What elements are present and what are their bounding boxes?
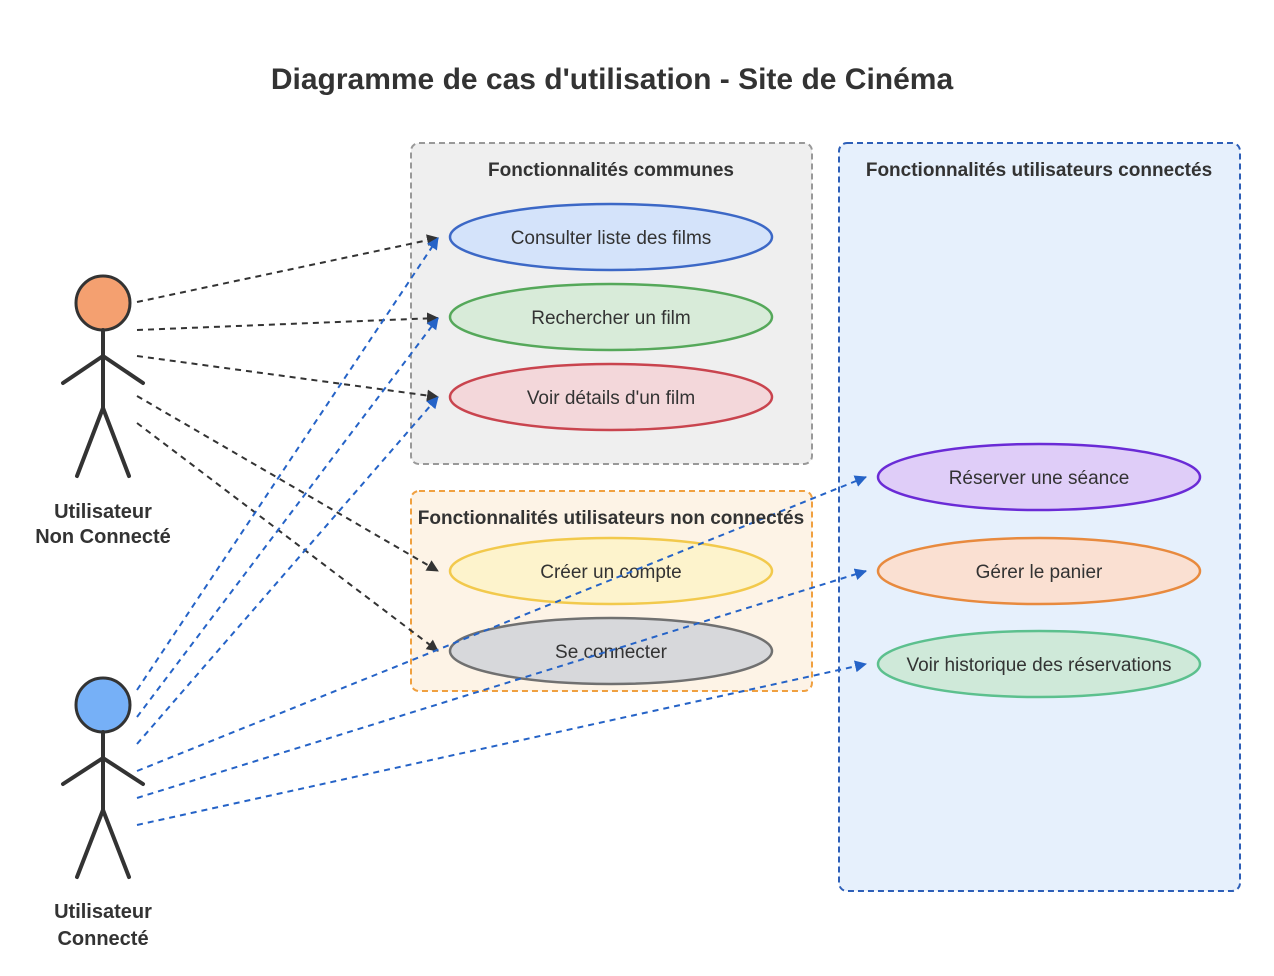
usecase-creer-compte[interactable]	[448, 536, 774, 606]
group-common-title: Fonctionnalités communes	[488, 160, 734, 181]
usecase-consulter-label: Consulter liste des films	[511, 228, 712, 249]
arrow-c-rechercher	[136, 317, 439, 718]
usecase-panier[interactable]	[876, 536, 1202, 606]
usecase-consulter[interactable]	[448, 202, 774, 272]
actor-connecte-head	[74, 676, 132, 734]
actor-connecte-leg-right	[101, 808, 131, 879]
arrow-nc-voir-details	[136, 355, 439, 402]
group-connected-title: Fonctionnalités utilisateurs connectés	[866, 160, 1212, 181]
actor-connecte-leg-left	[75, 808, 105, 879]
actor-connecte-arm-left	[61, 756, 105, 786]
actor-non-connecte[interactable]	[61, 274, 145, 478]
usecase-voir-details[interactable]	[448, 362, 774, 432]
usecase-historique-label: Voir historique des réservations	[906, 655, 1171, 676]
actor-connecte-label-2: Connecté	[57, 928, 148, 950]
usecase-voir-details-label: Voir détails d'un film	[527, 388, 695, 409]
usecase-se-connecter-label: Se connecter	[555, 642, 668, 663]
actor-connecte-label-1: Utilisateur	[54, 901, 152, 923]
usecase-panier-label: Gérer le panier	[976, 562, 1103, 583]
actor-non-connecte-arms	[61, 354, 105, 385]
usecase-historique[interactable]	[876, 629, 1202, 699]
actor-non-connecte-arm-right	[101, 354, 145, 385]
group-not-connected-title: Fonctionnalités utilisateurs non connect…	[418, 508, 804, 529]
actor-connecte[interactable]	[61, 676, 145, 879]
usecase-reserver-label: Réserver une séance	[949, 468, 1130, 489]
usecase-rechercher-label: Rechercher un film	[531, 308, 690, 329]
actor-non-connecte-label-2: Non Connecté	[35, 526, 171, 548]
group-connected	[838, 142, 1241, 892]
arrow-nc-consulter	[136, 234, 439, 303]
arrow-c-historique	[136, 660, 867, 826]
actor-non-connecte-head	[74, 274, 132, 332]
arrow-c-consulter	[136, 237, 439, 691]
usecase-creer-compte-label: Créer un compte	[540, 562, 682, 583]
arrow-nc-creer-compte	[136, 395, 439, 572]
usecase-rechercher[interactable]	[448, 282, 774, 352]
usecase-reserver[interactable]	[876, 442, 1202, 512]
arrow-nc-rechercher	[136, 312, 439, 331]
actor-connecte-arm-right	[101, 756, 145, 786]
actor-non-connecte-leg-left	[75, 406, 105, 478]
actor-non-connecte-label-1: Utilisateur	[54, 501, 152, 523]
actor-non-connecte-leg-right	[101, 406, 131, 478]
arrow-nc-se-connecter	[136, 422, 439, 652]
diagram-title: Diagramme de cas d'utilisation - Site de…	[271, 63, 954, 96]
arrow-c-voir-details	[136, 396, 439, 745]
